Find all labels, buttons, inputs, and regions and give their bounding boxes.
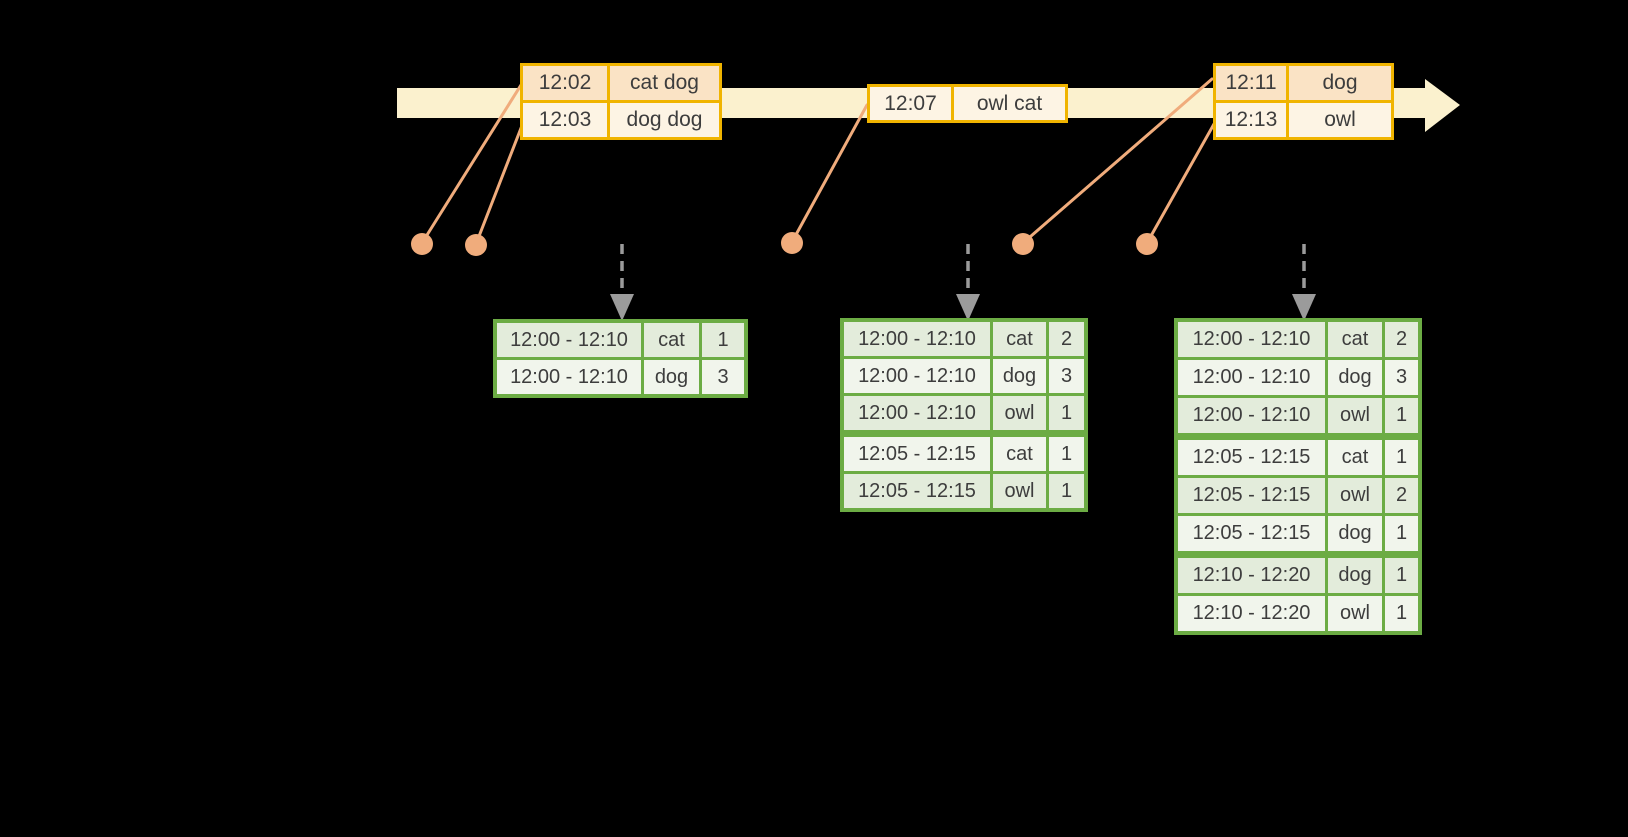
event-connector-line (474, 121, 525, 246)
window-cell: 12:10 - 12:20 (1178, 558, 1325, 593)
word-cell: dog (644, 360, 699, 394)
event-words-cell: owl (1289, 103, 1391, 137)
event-dot-icon (465, 234, 487, 256)
event-words-cell: dog (1289, 66, 1391, 100)
event-dot-icon (1012, 233, 1034, 255)
word-cell: cat (644, 323, 699, 357)
count-cell: 1 (1385, 440, 1418, 475)
event-time-cell: 12:13 (1216, 103, 1286, 137)
count-cell: 2 (1049, 322, 1084, 356)
count-cell: 1 (1049, 437, 1084, 471)
window-cell: 12:05 - 12:15 (1178, 478, 1325, 513)
window-cell: 12:00 - 12:10 (1178, 398, 1325, 433)
count-cell: 2 (1385, 322, 1418, 357)
event-time-cell: 12:07 (870, 87, 951, 120)
event-time-cell: 12:03 (523, 103, 607, 137)
window-cell: 12:00 - 12:10 (844, 359, 990, 393)
word-cell: owl (993, 474, 1046, 508)
trigger-arrow-icon (610, 294, 634, 321)
word-cell: dog (1328, 558, 1382, 593)
word-cell: cat (1328, 322, 1382, 357)
word-cell: dog (1328, 516, 1382, 551)
event-connectors (420, 77, 1216, 246)
window-cell: 12:05 - 12:15 (1178, 440, 1325, 475)
count-cell: 3 (702, 360, 744, 394)
window-cell: 12:00 - 12:10 (844, 322, 990, 356)
window-cell: 12:00 - 12:10 (1178, 360, 1325, 395)
count-cell: 1 (1385, 596, 1418, 631)
count-cell: 1 (1385, 516, 1418, 551)
trigger-arrow-icon (956, 294, 980, 321)
count-cell: 1 (1049, 474, 1084, 508)
event-connector-line (1021, 77, 1214, 245)
event-words-cell: cat dog (610, 66, 719, 100)
window-cell: 12:00 - 12:10 (1178, 322, 1325, 357)
window-cell: 12:00 - 12:10 (497, 323, 641, 357)
count-cell: 1 (1385, 558, 1418, 593)
count-cell: 1 (702, 323, 744, 357)
word-cell: owl (993, 396, 1046, 430)
event-words-cell: owl cat (954, 87, 1065, 120)
timeline-arrowhead-icon (1425, 79, 1460, 132)
event-connector-line (420, 83, 523, 245)
word-cell: dog (993, 359, 1046, 393)
window-cell: 12:05 - 12:15 (844, 474, 990, 508)
event-connector-line (1145, 122, 1216, 245)
word-cell: cat (993, 322, 1046, 356)
word-cell: owl (1328, 398, 1382, 433)
event-time-cell: 12:11 (1216, 66, 1286, 100)
count-cell: 1 (1385, 398, 1418, 433)
word-cell: owl (1328, 478, 1382, 513)
trigger-arrow-icon (1292, 294, 1316, 321)
event-dot-icon (411, 233, 433, 255)
trigger-arrows (610, 244, 1316, 321)
window-cell: 12:10 - 12:20 (1178, 596, 1325, 631)
window-cell: 12:00 - 12:10 (844, 396, 990, 430)
count-cell: 1 (1049, 396, 1084, 430)
event-dots (411, 232, 1158, 256)
word-cell: cat (1328, 440, 1382, 475)
window-cell: 12:05 - 12:15 (844, 437, 990, 471)
word-cell: owl (1328, 596, 1382, 631)
event-words-cell: dog dog (610, 103, 719, 137)
event-dot-icon (1136, 233, 1158, 255)
count-cell: 2 (1385, 478, 1418, 513)
event-connector-line (790, 103, 869, 244)
event-dot-icon (781, 232, 803, 254)
word-cell: cat (993, 437, 1046, 471)
event-time-cell: 12:02 (523, 66, 607, 100)
window-cell: 12:00 - 12:10 (497, 360, 641, 394)
count-cell: 3 (1049, 359, 1084, 393)
window-cell: 12:05 - 12:15 (1178, 516, 1325, 551)
word-cell: dog (1328, 360, 1382, 395)
count-cell: 3 (1385, 360, 1418, 395)
